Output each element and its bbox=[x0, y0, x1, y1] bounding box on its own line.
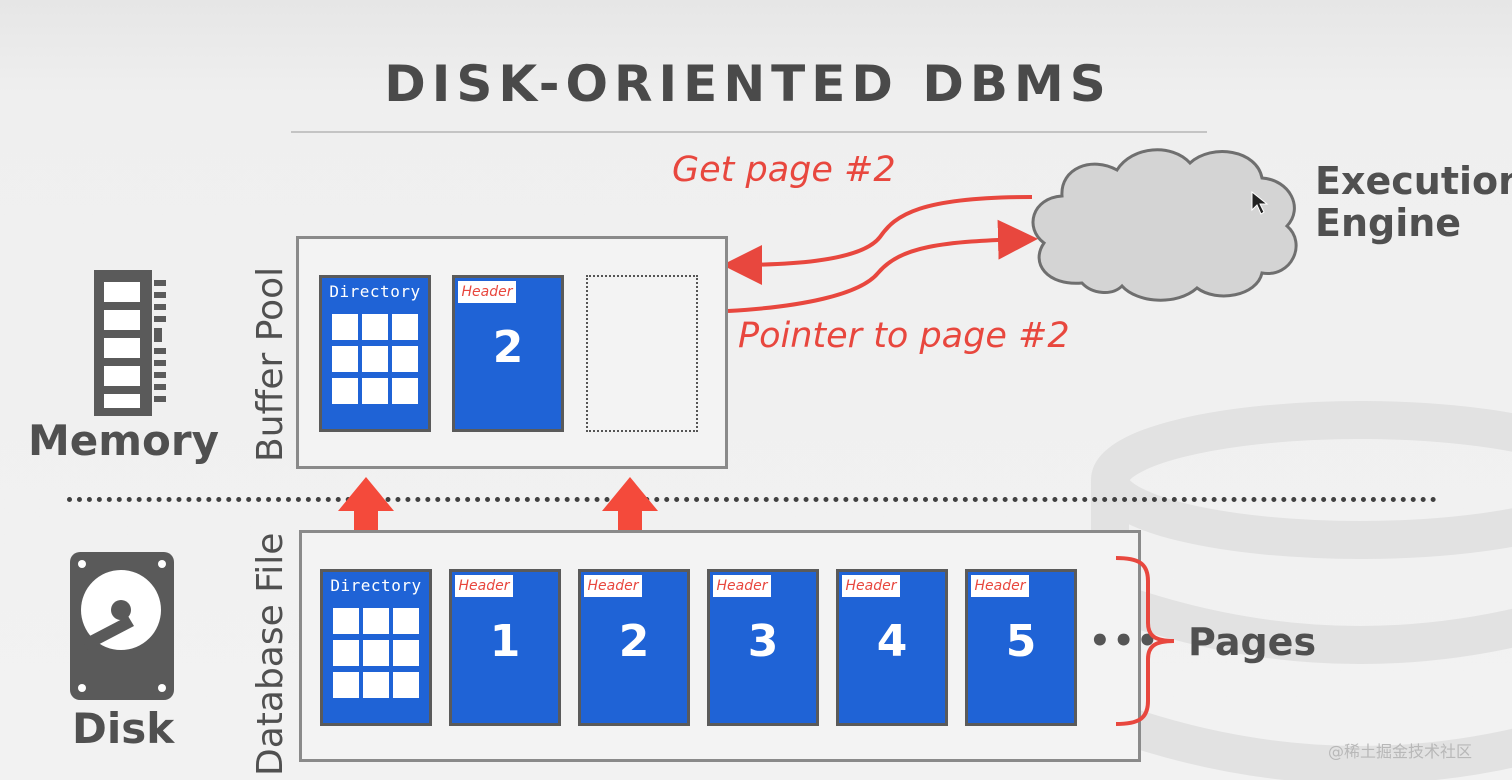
memory-disk-divider bbox=[67, 497, 1437, 502]
page-header: Header bbox=[842, 575, 900, 597]
disk-page-2: Header 2 bbox=[578, 569, 690, 726]
database-file-panel: Directory Header 1 Header 2 Header 3 Hea… bbox=[299, 530, 1158, 762]
buffer-directory-page: Directory bbox=[319, 275, 431, 432]
page-number: 2 bbox=[618, 616, 650, 667]
disk-page-1: Header 1 bbox=[449, 569, 561, 726]
memory-label: Memory bbox=[28, 416, 219, 465]
page-number: 3 bbox=[747, 616, 779, 667]
execution-engine-line2: Engine bbox=[1315, 201, 1462, 245]
buffer-pool-panel: Directory Header 2 bbox=[296, 236, 728, 469]
directory-grid bbox=[333, 608, 423, 698]
get-page-arrow bbox=[722, 195, 1033, 285]
page-number: 1 bbox=[489, 616, 521, 667]
directory-title: Directory bbox=[329, 282, 421, 301]
disk-page-3: Header 3 bbox=[707, 569, 819, 726]
pages-brace bbox=[1115, 556, 1175, 726]
slide-title: DISK-ORIENTED DBMS bbox=[384, 55, 1112, 113]
pages-label: Pages bbox=[1188, 620, 1317, 664]
pointer-to-page-label: Pointer to page #2 bbox=[738, 316, 1070, 356]
buffer-page-2: Header 2 bbox=[452, 275, 564, 432]
execution-engine-label: Execution Engine bbox=[1315, 160, 1512, 244]
disk-directory-page: Directory bbox=[320, 569, 432, 726]
empty-buffer-slot bbox=[586, 275, 698, 432]
page-number: 4 bbox=[876, 616, 908, 667]
disk-page-5: Header 5 bbox=[965, 569, 1077, 726]
page-header: Header bbox=[455, 575, 513, 597]
page-header: Header bbox=[713, 575, 771, 597]
execution-engine-line1: Execution bbox=[1315, 159, 1512, 203]
page-number: 5 bbox=[1005, 616, 1037, 667]
get-page-label: Get page #2 bbox=[672, 150, 896, 190]
title-underline bbox=[291, 131, 1207, 133]
page-number: 2 bbox=[492, 322, 524, 373]
database-file-label: Database File bbox=[250, 532, 291, 776]
cloud-icon bbox=[1031, 148, 1298, 302]
page-header: Header bbox=[458, 281, 516, 303]
disk-label: Disk bbox=[72, 704, 175, 753]
memory-stick-icon bbox=[94, 270, 166, 416]
directory-title: Directory bbox=[330, 576, 422, 595]
load-arrow-page-2 bbox=[602, 477, 658, 553]
page-header: Header bbox=[584, 575, 642, 597]
watermark: @稀土掘金技术社区 bbox=[1328, 742, 1473, 761]
directory-grid bbox=[332, 314, 422, 404]
cursor-icon bbox=[1251, 190, 1269, 215]
hard-disk-icon bbox=[70, 552, 174, 700]
disk-page-4: Header 4 bbox=[836, 569, 948, 726]
page-header: Header bbox=[971, 575, 1029, 597]
request-response-arrows bbox=[722, 195, 1038, 313]
buffer-pool-label: Buffer Pool bbox=[250, 266, 291, 462]
pointer-return-arrow bbox=[727, 219, 1038, 313]
load-arrow-directory bbox=[338, 477, 394, 553]
